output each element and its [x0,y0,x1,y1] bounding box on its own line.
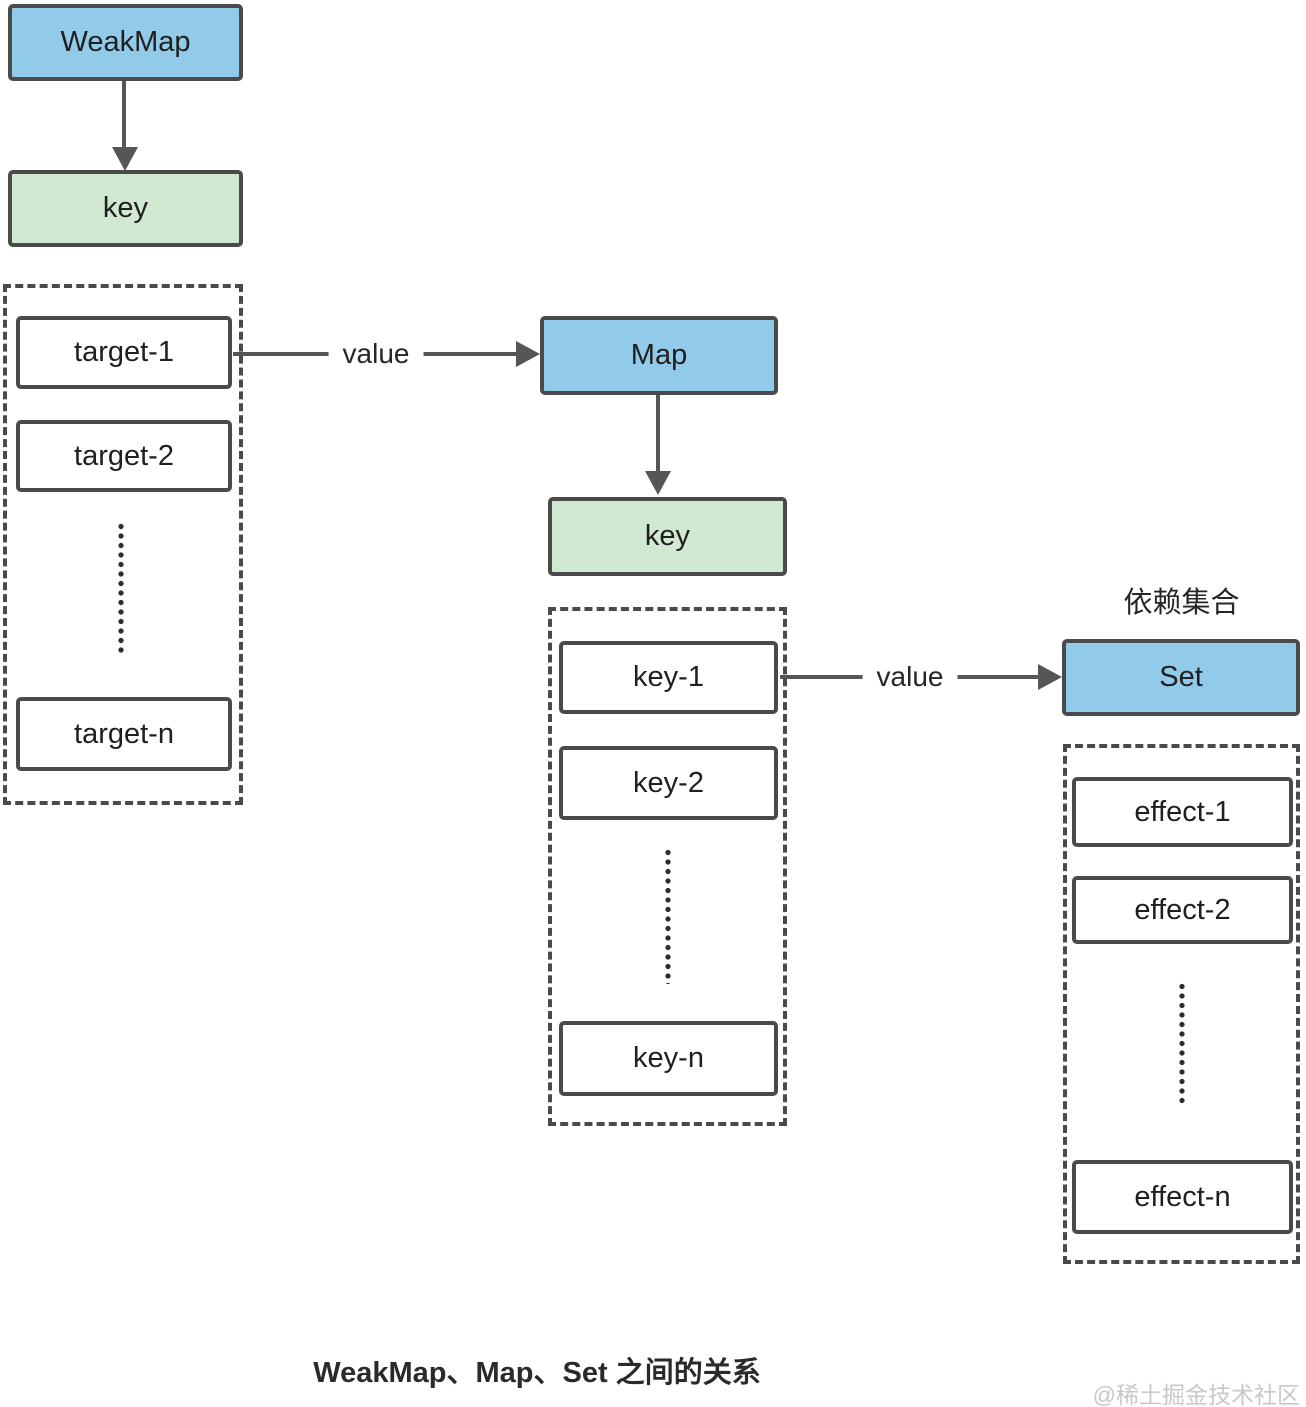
key-item-n: key-n [559,1021,778,1096]
key-to-set-value-label: value [862,659,958,695]
effect-item-2: effect-2 [1072,876,1293,944]
set-caption: 依赖集合 [1123,587,1240,619]
targets-group [3,284,243,805]
weakmap-to-key-arrowhead-icon [112,147,138,171]
target-to-map-value-label: value [328,336,424,372]
map-to-key-arrowhead-icon [645,471,671,495]
weakmap-to-key-arrow [122,81,126,147]
weakmap-key-label: key [102,192,149,224]
keys-group [548,607,787,1126]
target-item-2: target-2 [16,420,232,492]
target-item-n: target-n [16,697,232,771]
map-key-node: key [548,497,787,576]
target-item-1-label: target-1 [74,336,174,368]
set-label: Set [1159,661,1203,693]
target-item-2-label: target-2 [74,439,174,472]
key-item-2: key-2 [559,746,778,820]
effect-item-1: effect-1 [1072,777,1293,847]
key-item-1-label: key-1 [633,661,704,693]
weakmap-node: WeakMap [8,4,243,81]
map-key-label: key [644,520,691,552]
effect-item-2-label: effect-2 [1134,893,1231,926]
targets-ellipsis-icon [118,522,124,656]
set-node: Set [1062,639,1300,716]
watermark: @稀土掘金技术社区 [1092,1382,1300,1407]
map-label: Map [630,339,688,371]
diagram-title: WeakMap、Map、Set 之间的关系 [313,1357,761,1389]
effects-ellipsis-icon [1179,982,1185,1106]
weakmap-label: WeakMap [60,26,191,58]
keys-ellipsis-icon [665,848,671,984]
effect-item-1-label: effect-1 [1134,795,1231,828]
key-to-set-arrowhead-icon [1038,664,1062,690]
key-item-2-label: key-2 [633,766,704,799]
effects-group [1063,744,1300,1264]
key-item-1: key-1 [559,641,778,714]
effect-item-n: effect-n [1072,1160,1293,1234]
effect-item-n-label: effect-n [1134,1180,1231,1213]
key-item-n-label: key-n [633,1042,704,1074]
weakmap-key-node: key [8,170,243,247]
target-item-1: target-1 [16,316,232,389]
map-node: Map [540,316,778,395]
target-to-map-arrowhead-icon [516,341,540,367]
map-to-key-arrow [656,395,660,471]
target-item-n-label: target-n [74,717,174,750]
